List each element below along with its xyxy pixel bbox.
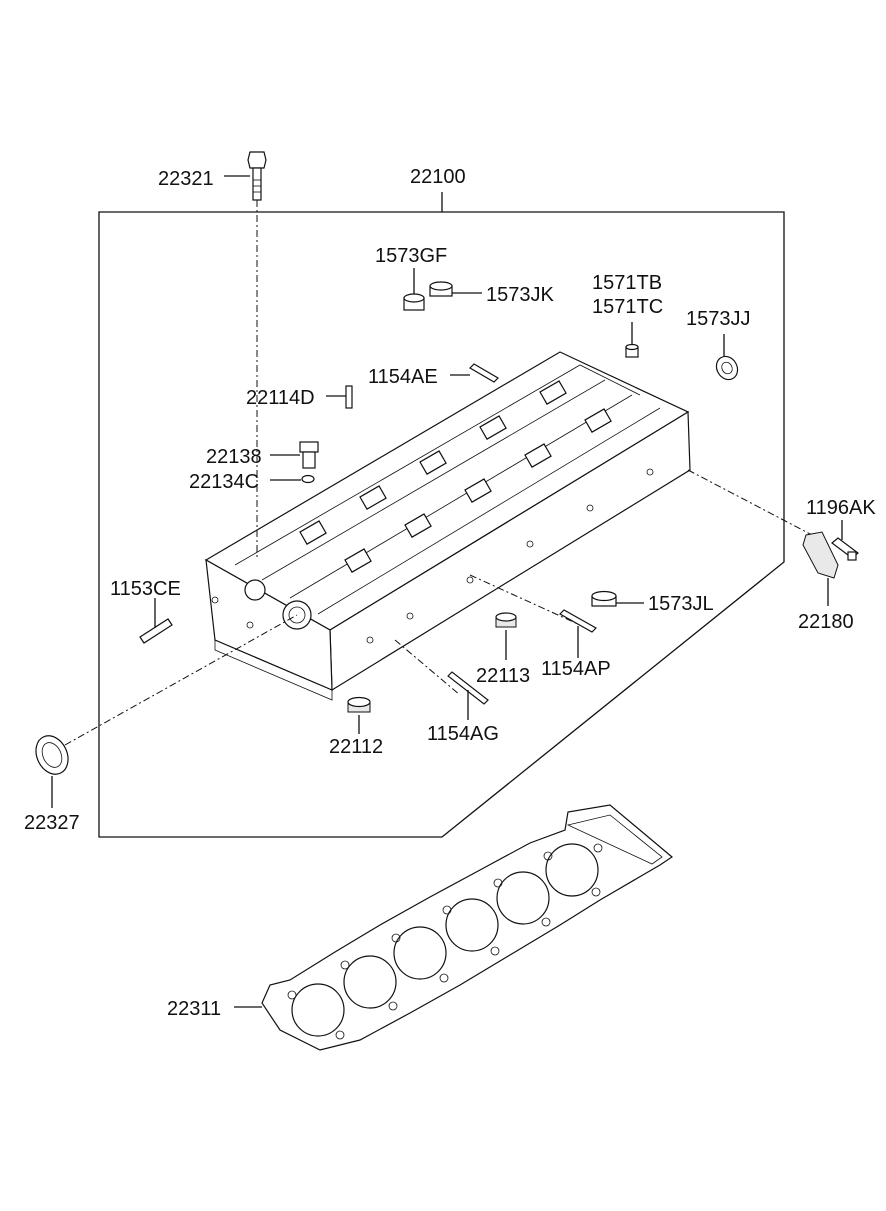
dowel-22114d xyxy=(345,385,353,409)
label-22134c: 22134C xyxy=(189,471,259,493)
label-22311: 22311 xyxy=(167,998,221,1020)
plug-22112 xyxy=(347,696,371,713)
label-22100: 22100 xyxy=(410,166,466,188)
stud-1154ag xyxy=(447,671,489,705)
label-1154ae: 1154AE xyxy=(368,366,438,388)
head-gasket-22311 xyxy=(261,804,673,1051)
label-1571tb: 1571TB xyxy=(592,272,662,294)
label-1573gf: 1573GF xyxy=(375,245,447,267)
bolt-1196ak xyxy=(831,537,859,561)
plug-1573jj xyxy=(715,355,739,381)
stud-1154ae xyxy=(469,363,499,383)
plug-22113 xyxy=(495,612,517,628)
guide-22138 xyxy=(299,441,319,469)
plug-1573jl xyxy=(591,590,617,607)
label-22138: 22138 xyxy=(206,446,262,468)
plug-1573jk xyxy=(429,281,453,297)
label-1573jj: 1573JJ xyxy=(686,308,751,330)
label-22321: 22321 xyxy=(158,168,214,190)
label-22114d: 22114D xyxy=(246,387,315,409)
sleeve-1571tb xyxy=(625,343,639,358)
label-22327: 22327 xyxy=(24,812,80,834)
cover-centerline xyxy=(687,469,813,536)
label-1573jl: 1573JL xyxy=(648,593,714,615)
cover-22180 xyxy=(802,531,839,579)
label-1154ap: 1154AP xyxy=(541,658,611,680)
cylinder-head-block xyxy=(204,351,691,701)
label-1571tc: 1571TC xyxy=(592,296,663,318)
stud-1154ap xyxy=(559,609,597,633)
label-22113: 22113 xyxy=(476,665,530,687)
stud-centerline xyxy=(394,639,461,696)
head-bolt xyxy=(247,151,267,201)
dowel-centerline xyxy=(469,574,581,626)
oring-22134c xyxy=(301,474,315,484)
label-1196ak: 1196AK xyxy=(806,497,876,519)
label-22112: 22112 xyxy=(329,736,383,758)
seal-22327 xyxy=(35,735,69,775)
stud-1153ce xyxy=(139,618,173,644)
label-1573jk: 1573JK xyxy=(486,284,554,306)
label-1153ce: 1153CE xyxy=(110,578,181,600)
assembly-frame xyxy=(98,211,785,838)
seal-centerline xyxy=(64,614,298,746)
label-1154ag: 1154AG xyxy=(427,723,499,745)
label-22180: 22180 xyxy=(798,611,854,633)
plug-1573gf xyxy=(403,293,425,311)
